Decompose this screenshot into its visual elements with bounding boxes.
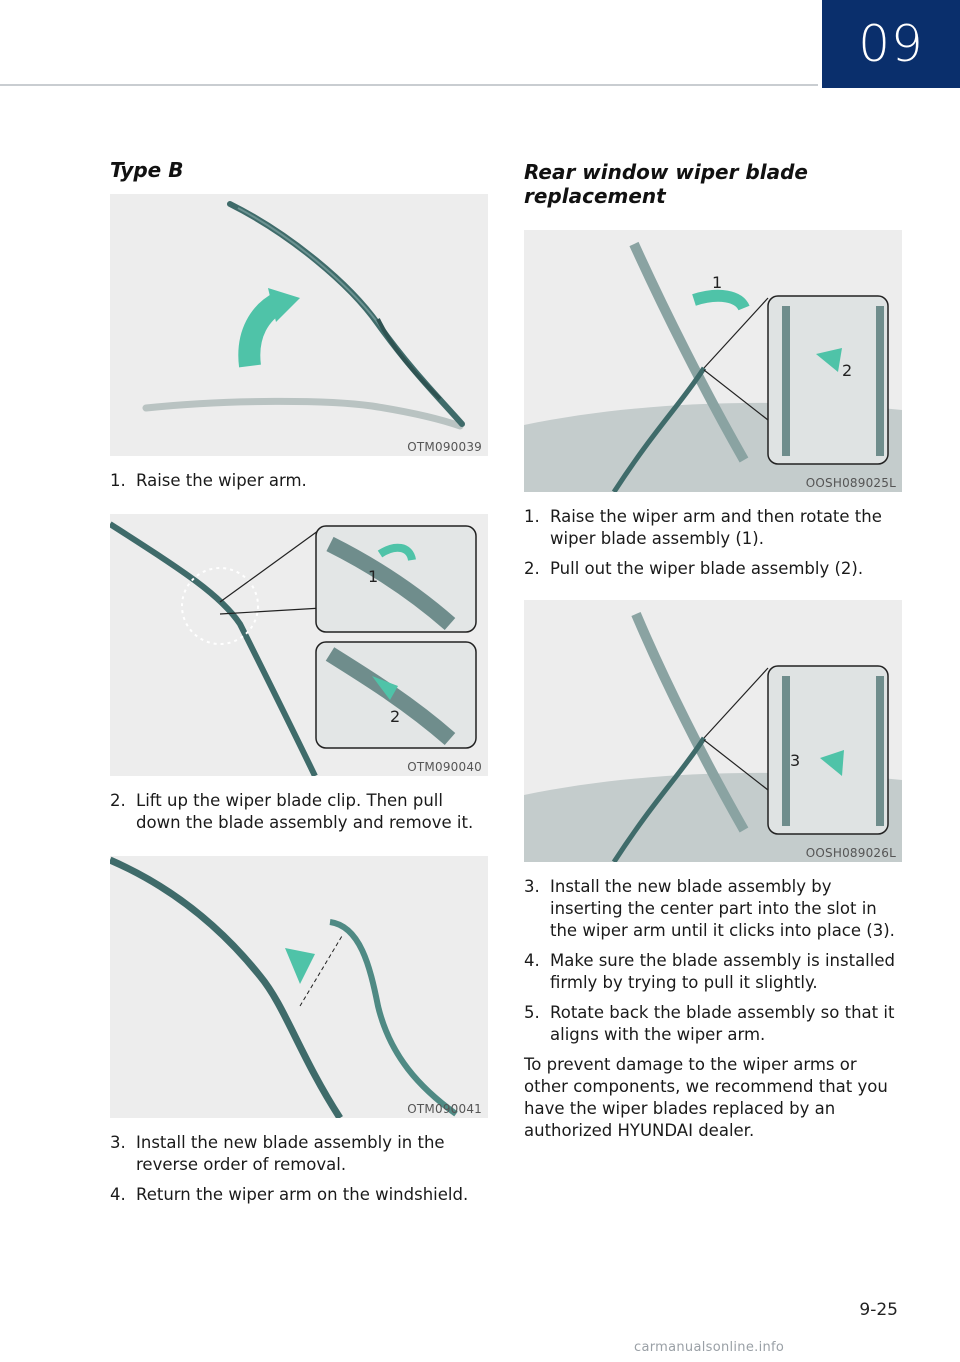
section-title-rear-wiper: Rear window wiper blade replacement <box>524 160 808 208</box>
figure-caption: OTM090040 <box>407 760 482 774</box>
step-item: 1. Raise the wiper arm and then rotate th… <box>524 506 904 550</box>
steps-list-b: 2. Lift up the wiper blade clip. Then pul… <box>110 790 488 834</box>
step-number: 4. <box>524 951 540 970</box>
figure-rear-install: 3 OOSH089026L <box>524 600 902 862</box>
chapter-tab: 09 <box>822 0 960 88</box>
wiper-clip-illustration: 1 2 <box>110 521 477 776</box>
page-number: 9-25 <box>859 1300 898 1320</box>
figure-raise-arm: OTM090039 <box>110 194 488 456</box>
step-text: Return the wiper arm on the windshield. <box>136 1185 469 1204</box>
step-item: 4. Return the wiper arm on the windshield… <box>110 1184 488 1206</box>
step-text: Make sure the blade assembly is installe… <box>550 951 895 992</box>
dealer-note: To prevent damage to the wiper arms or o… <box>524 1055 888 1140</box>
step-text: Rotate back the blade assembly so that i… <box>550 1003 895 1044</box>
callout-1: 1 <box>368 567 378 586</box>
left-column: Type B OTM090039 1.Raise the wiper arm. … <box>110 158 488 1214</box>
step-number: 3. <box>110 1133 126 1152</box>
step-number: 5. <box>524 1003 540 1022</box>
figure-caption: OTM090041 <box>407 1102 482 1116</box>
figure-caption: OTM090039 <box>407 440 482 454</box>
step-number: 4. <box>110 1185 126 1204</box>
step-item: 1. Raise the wiper arm. <box>110 470 488 492</box>
steps-list-c: 3. Install the new blade assembly in the … <box>110 1132 488 1206</box>
callout-2: 2 <box>842 361 852 380</box>
step-number: 3. <box>524 877 540 896</box>
figure-install-blade: OTM090041 <box>110 856 488 1118</box>
step-item: 3. Install the new blade assembly by inse… <box>524 876 904 942</box>
step-number: 2. <box>110 791 126 810</box>
callout-3: 3 <box>790 751 800 770</box>
wiper-install-illustration <box>110 856 458 1118</box>
callout-1: 1 <box>712 273 722 292</box>
figure-caption: OOSH089026L <box>805 846 896 860</box>
step-text: Install the new blade assembly by insert… <box>550 877 895 940</box>
step-item: 3. Install the new blade assembly in the … <box>110 1132 488 1176</box>
step-text: Lift up the wiper blade clip. Then pull … <box>136 791 474 832</box>
watermark: carmanualsonline.info <box>634 1340 785 1355</box>
step-number: 1. <box>110 471 126 490</box>
rear-steps-list-b: 3. Install the new blade assembly by inse… <box>524 876 904 1046</box>
figure-rear-rotate: 1 2 OOSH089025L <box>524 230 902 492</box>
section-title-type-b: Type B <box>110 158 184 182</box>
step-number: 2. <box>524 559 540 578</box>
header-rule <box>0 84 818 86</box>
step-item: 5. Rotate back the blade assembly so that… <box>524 1002 904 1046</box>
rear-steps-list-a: 1. Raise the wiper arm and then rotate th… <box>524 506 904 580</box>
chapter-number: 09 <box>858 15 924 73</box>
rear-wiper-install-illustration: 3 <box>524 612 902 862</box>
figure-caption: OOSH089025L <box>805 476 896 490</box>
step-number: 1. <box>524 507 540 526</box>
rear-wiper-rotate-illustration: 1 2 <box>524 241 902 492</box>
step-item: 2. Pull out the wiper blade assembly (2). <box>524 558 904 580</box>
callout-2: 2 <box>390 707 400 726</box>
step-text: Raise the wiper arm. <box>136 471 307 490</box>
step-item: 4. Make sure the blade assembly is instal… <box>524 950 904 994</box>
step-text: Pull out the wiper blade assembly (2). <box>550 559 864 578</box>
step-text: Raise the wiper arm and then rotate the … <box>550 507 882 548</box>
steps-list-a: 1. Raise the wiper arm. <box>110 470 488 492</box>
step-text: Install the new blade assembly in the re… <box>136 1133 445 1174</box>
step-item: 2. Lift up the wiper blade clip. Then pul… <box>110 790 488 834</box>
right-column: Rear window wiper blade replacement 1 2 … <box>524 160 904 1142</box>
wiper-raise-illustration <box>142 201 465 430</box>
figure-blade-clip: 1 2 OTM090040 <box>110 514 488 776</box>
